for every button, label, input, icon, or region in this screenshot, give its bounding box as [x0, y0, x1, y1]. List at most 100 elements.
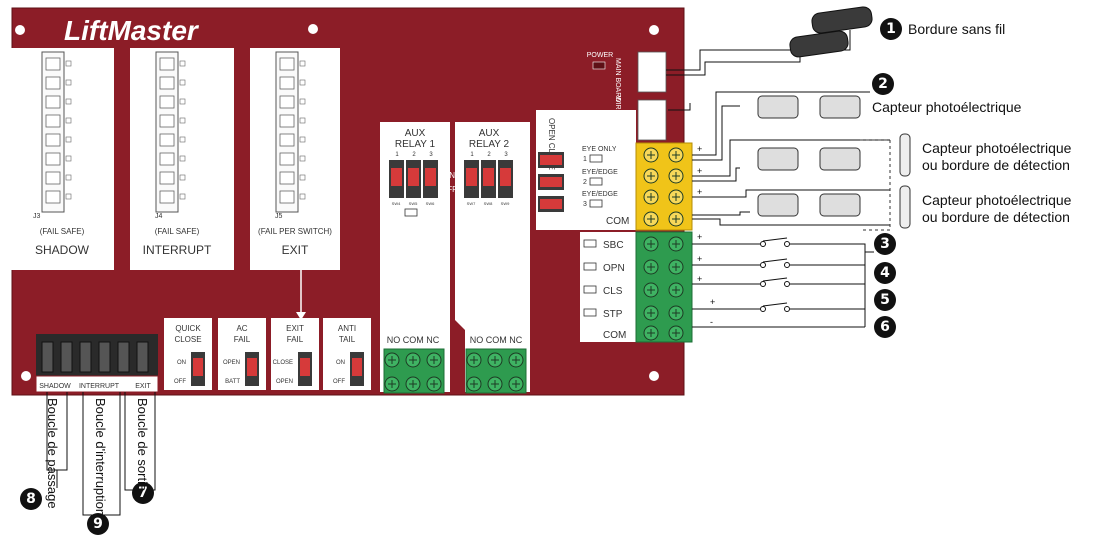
loop-caption: Boucle d'interruption — [93, 398, 108, 517]
wireless-edge-transmitter — [789, 6, 873, 58]
connector-ref: J4 — [155, 213, 163, 220]
loop-caption: Boucle de sortie — [135, 398, 150, 492]
control-input-label: STP — [603, 309, 623, 320]
eye-input-label: EYE/EDGE — [582, 191, 618, 198]
relay-num: 1 — [395, 152, 399, 158]
relay-title: AUX — [405, 128, 426, 139]
loop-terminal: SHADOW INTERRUPT EXIT — [35, 334, 159, 393]
control-input-label: CLS — [603, 286, 623, 297]
connector-pin — [159, 133, 175, 147]
connector-mode: (FAIL PER SWITCH) — [258, 227, 332, 236]
connector-panel-shadow: J3 (FAIL SAFE) SHADOW — [10, 48, 114, 270]
wireless-edge-label: WIRELESS EDGE — [614, 96, 621, 154]
eye-input-label: EYE ONLY — [582, 146, 617, 153]
svg-text:OFF: OFF — [441, 185, 457, 194]
photo-sensor-pair — [757, 193, 861, 217]
connector-pin — [159, 171, 175, 185]
svg-text:CLOSE: CLOSE — [273, 360, 293, 366]
connector-pin — [279, 76, 295, 90]
connector-name: SHADOW — [35, 243, 90, 257]
loop-terminal-pin[interactable] — [41, 341, 54, 373]
bottom-switches: QUICKCLOSEONOFFACFAILOPENBATTEXITFAILCLO… — [164, 318, 371, 390]
relay-num: 3 — [504, 152, 508, 158]
connector-pin — [45, 133, 61, 147]
photo-sensor-pair — [757, 147, 861, 171]
svg-text:BATT: BATT — [225, 379, 240, 385]
connector-pin — [45, 76, 61, 90]
connector-pin — [45, 190, 61, 204]
switch-id: SW6 — [426, 201, 435, 206]
connector-pin — [45, 171, 61, 185]
connector-pin — [279, 190, 295, 204]
relay-title: AUX — [479, 128, 500, 139]
dashed-links — [860, 139, 891, 231]
callout-text: Bordure sans fil — [908, 21, 1006, 37]
svg-text:+: + — [697, 254, 702, 264]
loop-terminal-label: EXIT — [135, 383, 151, 390]
connector-pins — [279, 57, 306, 204]
loop-terminal-pin[interactable] — [60, 341, 73, 373]
svg-text:ANTI: ANTI — [338, 324, 356, 333]
connector-pin — [159, 152, 175, 166]
svg-text:OPEN: OPEN — [223, 360, 240, 366]
callout-badge: 3 — [874, 233, 896, 255]
sensing-edge — [899, 133, 911, 229]
mode-switch: ANTI TAIL ON OFF — [323, 318, 371, 390]
callout-text: Capteur photoélectrique — [872, 99, 1022, 115]
loop-terminal-pin[interactable] — [117, 341, 130, 373]
svg-text:TAIL: TAIL — [339, 335, 356, 344]
connector-pin — [45, 95, 61, 109]
open-close-label: OPEN CLOSE — [547, 118, 556, 170]
svg-text:OFF: OFF — [174, 379, 186, 385]
svg-text:ON: ON — [177, 360, 186, 366]
callout-badge: 7 — [132, 482, 154, 504]
connector-pin — [159, 114, 175, 128]
connector-ref: J3 — [33, 213, 41, 220]
eye-input-label: EYE/EDGE — [582, 169, 618, 176]
loop-terminal-pin[interactable] — [79, 341, 92, 373]
svg-text:CLOSE: CLOSE — [174, 335, 201, 344]
callout-badge: 2 — [872, 73, 894, 95]
loop-terminal-pin[interactable] — [98, 341, 111, 373]
loop-terminal-pin[interactable] — [136, 341, 149, 373]
eye-input-num: 1 — [583, 156, 587, 163]
switch-id: SW8 — [484, 201, 493, 206]
connector-pin — [159, 190, 175, 204]
svg-text:+: + — [697, 232, 702, 242]
connector-ref: J5 — [275, 213, 283, 220]
connector-pin — [279, 57, 295, 71]
connector-mode: (FAIL SAFE) — [40, 227, 85, 236]
mounting-hole — [649, 371, 659, 381]
eye-input-num: 2 — [583, 179, 587, 186]
control-input-label: SBC — [603, 240, 624, 251]
relay-terminals-label: NO COM NC — [387, 335, 440, 345]
svg-text:OFF: OFF — [333, 379, 345, 385]
eye-input-panel: OPEN CLOSE EYE ONLY 1 EYE/EDGE 2 EYE/EDG… — [536, 110, 693, 231]
mounting-hole — [308, 24, 318, 34]
connector-panel-interrupt: J4 (FAIL SAFE) INTERRUPT — [130, 48, 234, 270]
callout-badge: 1 — [880, 18, 902, 40]
relay-num: 3 — [429, 152, 433, 158]
polarity-marks: + + + + + + + - — [697, 144, 715, 327]
connector-mode: (FAIL SAFE) — [155, 227, 200, 236]
connector-pin — [45, 152, 61, 166]
connector-pins — [45, 57, 72, 204]
connector-pin — [279, 133, 295, 147]
callout-badge: 8 — [20, 488, 42, 510]
svg-text:AC: AC — [236, 324, 247, 333]
connector-name: EXIT — [282, 243, 309, 257]
svg-text:+: + — [697, 144, 702, 154]
wiring — [666, 30, 890, 328]
svg-text:+: + — [697, 274, 702, 284]
svg-text:ON: ON — [336, 360, 345, 366]
brand-logo: LiftMaster — [64, 15, 200, 46]
relay-num: 1 — [470, 152, 474, 158]
relay-title: RELAY 2 — [469, 139, 510, 150]
svg-text:EXIT: EXIT — [286, 324, 304, 333]
eye-input-num: 3 — [583, 201, 587, 208]
callout-badge: 9 — [87, 513, 109, 535]
loop-caption: Boucle de passage — [45, 398, 60, 509]
